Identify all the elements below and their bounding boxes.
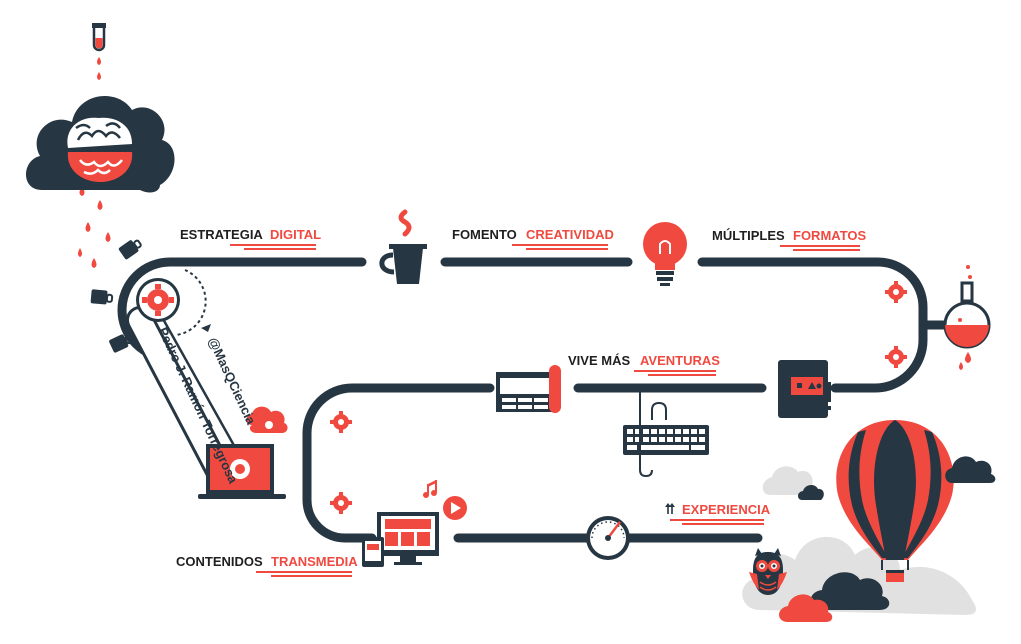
gear-icons — [330, 281, 907, 514]
lightbulb-icon — [643, 222, 687, 286]
music-note-icon — [423, 480, 437, 498]
label-transmedia: TRANSMEDIA — [271, 554, 358, 569]
brain-cloud-icon — [26, 96, 175, 193]
label-fomento: FOMENTO — [452, 227, 517, 242]
weather-clouds — [779, 456, 996, 622]
label-vive-mas: VIVE MÁS — [568, 353, 630, 368]
label-experiencia: EXPERIENCIA — [682, 502, 771, 517]
label-contenidos: CONTENIDOS — [176, 554, 263, 569]
owl-icon — [749, 548, 787, 595]
label-creatividad: CREATIVIDAD — [526, 227, 614, 242]
label-digital: DIGITAL — [270, 227, 321, 242]
monitor-icon — [496, 365, 561, 413]
devices-icon — [362, 512, 439, 567]
drops-icon — [78, 57, 111, 268]
keyboard-icon — [623, 392, 709, 478]
label-formatos: FORMATOS — [793, 228, 867, 243]
author-name-label: Pedro J. Ramón Torregrosa — [155, 325, 241, 486]
up-arrows-icon — [665, 503, 675, 514]
flask-icon — [943, 265, 991, 370]
label-multiples: MÚLTIPLES — [712, 228, 785, 243]
label-estrategia: ESTRATEGIA — [180, 227, 263, 242]
coffee-mug-icon — [379, 209, 427, 284]
label-aventuras: AVENTURAS — [640, 353, 720, 368]
notebook-icon — [778, 360, 831, 418]
belt-laptop-illustration — [126, 269, 288, 499]
hot-air-balloon-icon — [836, 420, 954, 582]
play-button-icon — [443, 496, 467, 520]
author-handle-label: @MasQCiencia — [205, 335, 259, 428]
cup-icons — [90, 239, 142, 353]
speedometer-icon — [586, 516, 630, 560]
test-tube-icon — [92, 23, 106, 52]
